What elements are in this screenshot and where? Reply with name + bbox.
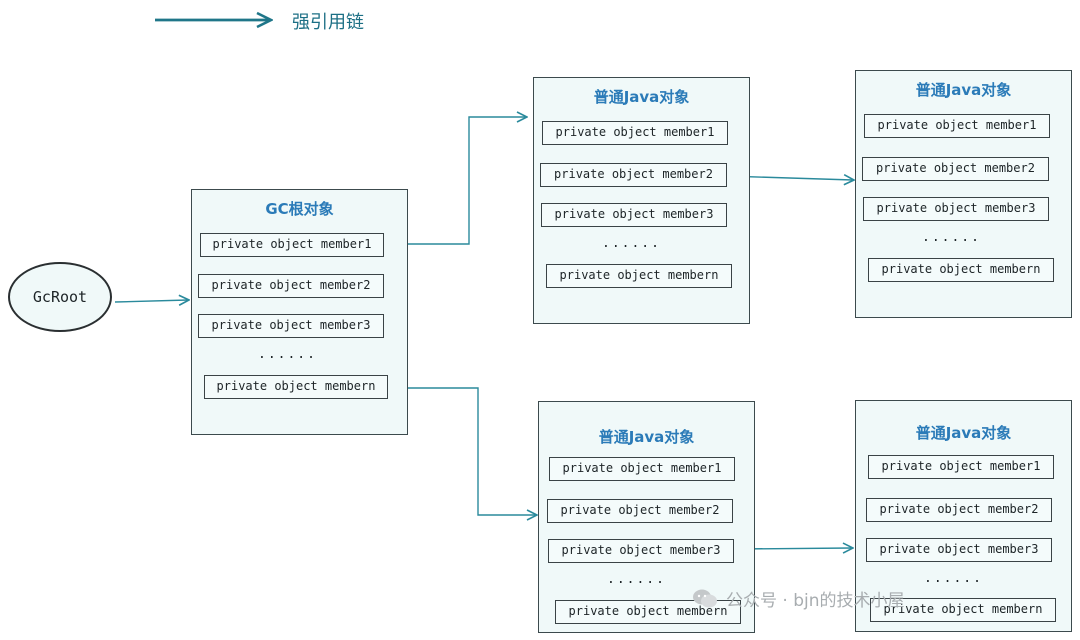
member-field: private object membern [204,375,388,399]
member-ellipsis: ...... [924,571,983,586]
member-field: private object member2 [547,499,733,523]
member-field: private object member3 [863,197,1049,221]
edge-gcroot-to-gc-object [114,300,188,302]
member-field: private object member1 [868,455,1054,479]
java-object-top-right-box: 普通Java对象 private object member1 private … [855,70,1072,318]
java-object-bottom-right-box: 普通Java对象 private object member1 private … [855,400,1072,632]
member-ellipsis: ...... [607,572,666,587]
member-field: private object member3 [548,539,734,563]
watermark: 公众号 · bjn的技术小屋 [692,586,905,611]
java-object-top-middle-box: 普通Java对象 private object member1 private … [533,77,750,324]
member-field: private object member3 [541,203,727,227]
object-title: 普通Java对象 [915,424,1012,442]
member-field: private object member3 [866,538,1052,562]
object-title: 普通Java对象 [915,81,1012,99]
object-title: 普通Java对象 [598,428,695,446]
member-ellipsis: ...... [922,230,981,245]
edge-gc-membern-to-bottom-middle [390,387,536,515]
gc-root-node: GcRoot [8,262,112,332]
watermark-text: 公众号 · bjn的技术小屋 [726,591,905,611]
member-field: private object member2 [540,163,727,187]
member-field: private object member1 [200,233,384,257]
member-field: private object member2 [866,498,1052,522]
member-field: private object membern [546,264,732,288]
member-field: private object membern [555,600,741,624]
edge-gc-member1-to-top-middle [386,117,526,245]
member-field: private object membern [868,258,1054,282]
member-field: private object member2 [198,274,384,298]
member-field: private object member2 [862,157,1049,181]
object-title: 普通Java对象 [593,88,690,106]
member-ellipsis: ...... [602,236,661,251]
wechat-icon [693,589,717,607]
member-field: private object member1 [542,121,728,145]
java-object-bottom-middle-box: 普通Java对象 private object member1 private … [538,401,755,633]
member-field: private object member3 [198,314,384,338]
gc-root-label: GcRoot [32,288,88,306]
object-title: GC根对象 [265,200,334,218]
legend-label: 强引用链 [292,12,364,33]
gc-root-object-box: GC根对象 private object member1 private obj… [191,189,408,435]
member-field: private object membern [870,598,1056,622]
member-field: private object member1 [864,114,1050,138]
member-field: private object member1 [549,457,735,481]
member-ellipsis: ...... [258,347,317,362]
